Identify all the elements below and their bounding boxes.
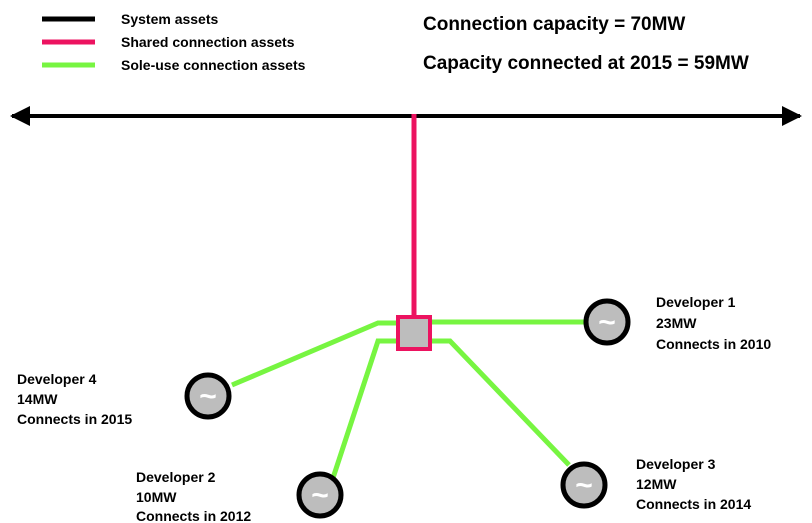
generator-developer-4: ~ (184, 372, 232, 420)
generator-symbol: ~ (598, 306, 616, 339)
generator-symbol: ~ (575, 469, 593, 502)
sole-use-line-developer-4 (231, 320, 400, 388)
developer-connect-year: Connects in 2012 (136, 508, 251, 523)
generator-icon (296, 471, 344, 519)
connection-capacity-label: Connection capacity = 70MW (423, 14, 685, 35)
developer-name: Developer 2 (136, 469, 216, 485)
developer-capacity: 23MW (656, 315, 697, 331)
legend: System assets Shared connection assets S… (42, 11, 306, 73)
developer-2-label: Developer 2 10MW Connects in 2012 (136, 469, 251, 523)
developer-1-label: Developer 1 23MW Connects in 2010 (656, 294, 771, 352)
generator-symbol: ~ (311, 479, 329, 512)
developer-connect-year: Connects in 2014 (636, 496, 751, 512)
legend-label-system: System assets (121, 11, 219, 27)
developer-connect-year: Connects in 2010 (656, 336, 771, 352)
developer-name: Developer 3 (636, 456, 716, 472)
developer-connect-year: Connects in 2015 (17, 411, 132, 427)
generator-icon (184, 372, 232, 420)
developer-name: Developer 4 (17, 371, 97, 387)
legend-label-sole-use: Sole-use connection assets (121, 57, 306, 73)
generator-symbol: ~ (199, 380, 217, 413)
generator-developer-3: ~ (560, 461, 608, 509)
substation-node (396, 315, 432, 351)
legend-label-shared: Shared connection assets (121, 34, 295, 50)
sole-use-line-developer-2 (330, 338, 402, 479)
generator-developer-2: ~ (296, 471, 344, 519)
developer-capacity: 12MW (636, 476, 677, 492)
developer-capacity: 10MW (136, 489, 177, 505)
sole-use-line-developer-3 (428, 338, 571, 467)
developer-name: Developer 1 (656, 294, 736, 310)
capacity-connected-label: Capacity connected at 2015 = 59MW (423, 53, 749, 74)
developer-4-label: Developer 4 14MW Connects in 2015 (17, 371, 132, 427)
generator-icon (560, 461, 608, 509)
developer-3-label: Developer 3 12MW Connects in 2014 (636, 456, 751, 512)
developer-capacity: 14MW (17, 391, 58, 407)
generator-developer-1: ~ (583, 298, 631, 346)
generator-icon (583, 298, 631, 346)
